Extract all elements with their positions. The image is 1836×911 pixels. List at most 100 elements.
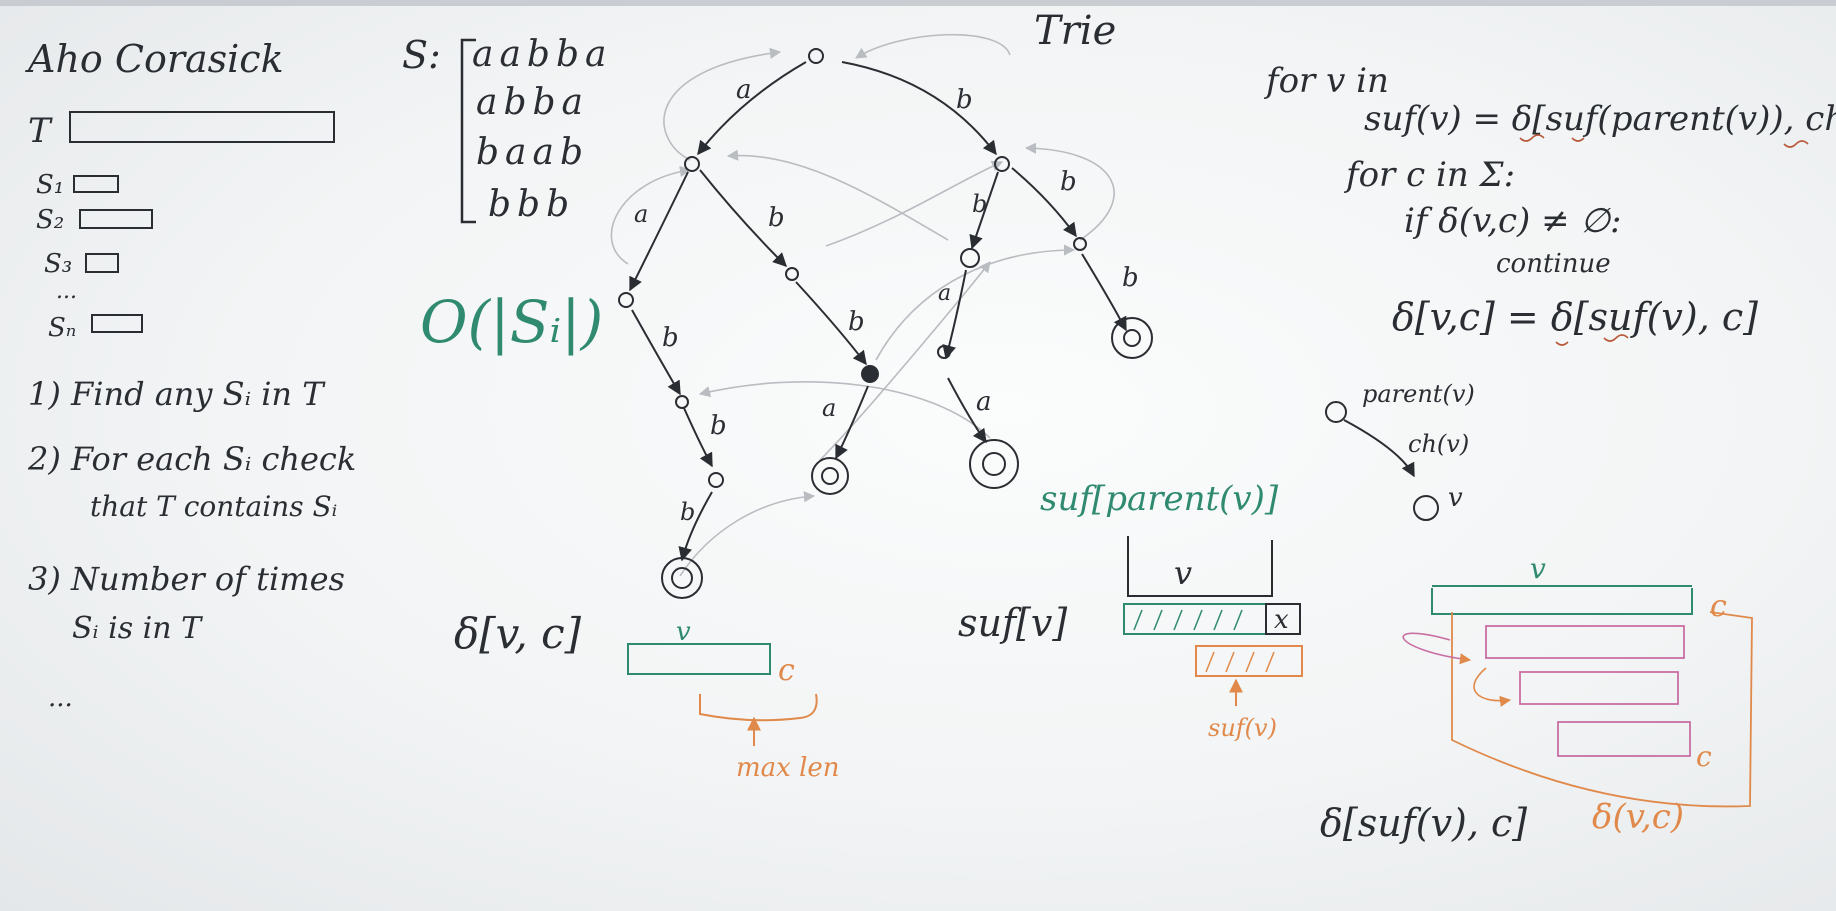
delta-v-label: v (676, 617, 691, 647)
trie-node-root (808, 48, 824, 64)
string-item-1: aabba (472, 34, 612, 75)
trie-node-ab (785, 267, 799, 281)
task-1-text: 1) Find any Sᵢ in T (28, 375, 326, 413)
sn-label: Sₙ (48, 313, 76, 343)
algo-line-1: for v in (1263, 61, 1389, 101)
suf-orange-hatch (1205, 651, 1275, 673)
edge-label-8: a (938, 281, 951, 306)
edge-label-9: b (848, 307, 865, 337)
child-node (1413, 495, 1439, 521)
parent-label: parent(v) (1362, 380, 1475, 408)
recur-delta-label: δ(v,c) (1592, 797, 1684, 837)
algo-line-2: suf(v) = δ[suf(parent(v)), ch(v)] (1364, 99, 1836, 139)
trie-node-abb (861, 365, 879, 383)
recur-loop-arrow (1402, 632, 1472, 665)
delta-note: max len (736, 753, 840, 783)
trie-node-bbb-inner (1123, 329, 1141, 347)
recur-bar-3 (1557, 721, 1691, 757)
trie-nodes (618, 48, 1153, 599)
recur-c2-label: c (1696, 740, 1712, 773)
trie-node-aabba (661, 557, 703, 599)
suf-parent-box (1127, 536, 1273, 597)
trie-node-aabba-inner (671, 567, 693, 589)
edge-label-13: a (976, 387, 992, 417)
trie-node-abba (811, 457, 849, 495)
suf-v-label: v (1174, 554, 1192, 592)
task-2-line-1: 2) For each Sᵢ check (27, 440, 356, 478)
delta-c-label: c (778, 653, 795, 688)
trie-node-a (684, 156, 700, 172)
edge-label-6: b (1060, 167, 1077, 197)
trie-title: Trie (1034, 8, 1116, 54)
delta-orange-brace (699, 693, 818, 722)
complexity-label: O(|Sᵢ|) (420, 288, 603, 356)
delta-label: δ[v, c] (454, 609, 582, 658)
suf-x-label: x (1274, 605, 1289, 635)
recur-v-bar (1431, 588, 1693, 615)
task-3-line-2: Sᵢ is in T (72, 611, 203, 646)
trie-node-ba (960, 248, 980, 268)
edge-label-3: a (634, 200, 648, 228)
trie-node-bb (1073, 237, 1087, 251)
recur-bar-2 (1519, 671, 1679, 705)
edge-label-1: a (736, 75, 752, 105)
edge-label-14: b (680, 498, 695, 526)
suffix-links (610, 33, 1115, 577)
parent-node (1325, 401, 1347, 423)
trie-edges (629, 61, 1127, 562)
s2-bar (79, 209, 153, 229)
s3-label: S₃ (44, 249, 72, 279)
suf-bottom-note: suf(v) (1208, 714, 1277, 742)
text-T-label: T (28, 111, 53, 151)
suf-v-left-label: suf[v] (958, 601, 1067, 645)
ellipsis-label: ... (56, 279, 77, 304)
trie-node-baab-inner (982, 452, 1006, 476)
video-top-bar (0, 0, 1836, 6)
recur-bottom-label: δ[suf(v), c] (1320, 801, 1527, 845)
recur-bar-1 (1485, 625, 1685, 659)
string-item-2: abba (476, 82, 589, 123)
suf-orange-bar (1195, 645, 1303, 677)
strings-bracket (460, 38, 476, 224)
strings-label: S: (402, 33, 441, 77)
text-T-bar (69, 111, 335, 143)
trie-node-baab (969, 439, 1019, 489)
parent-ch-label: ch(v) (1408, 430, 1469, 458)
edge-label-7: b (662, 323, 679, 353)
algo-line-4: if δ(v,c) ≠ ∅: (1404, 201, 1621, 241)
algo-line-3: for c in Σ: (1343, 155, 1515, 195)
suf-hatch-lines (1133, 609, 1243, 631)
algo-red-underlines (1519, 134, 1809, 346)
edge-label-5: b (972, 190, 987, 218)
trie-edge-labels: a b a b b b b a b b b a a b (634, 75, 1139, 526)
s1-label: S₁ (36, 170, 64, 200)
s3-bar (85, 253, 119, 273)
suf-parent-label: suf[parent(v)] (1040, 479, 1279, 519)
trie-node-baa (937, 345, 951, 359)
trie-node-b (994, 156, 1010, 172)
task-2-line-2: that T contains Sᵢ (90, 490, 337, 523)
title-aho-corasick: Aho Corasick (25, 37, 284, 81)
trie-node-bbb (1111, 317, 1153, 359)
algo-line-6: δ[v,c] = δ[suf(v), c] (1392, 295, 1758, 339)
recur-orange-outline (1451, 611, 1753, 808)
task-3-line-1: 3) Number of times (28, 560, 345, 598)
recur-c-label: c (1710, 589, 1727, 624)
trie-node-aabb (708, 472, 724, 488)
edge-label-11: b (710, 411, 727, 441)
edge-label-2: b (956, 85, 973, 115)
edge-label-12: a (822, 394, 836, 422)
trie-node-abba-inner (821, 467, 839, 485)
parent-edge (1343, 419, 1415, 478)
recur-v-label: v (1530, 552, 1546, 585)
delta-v-bar (627, 643, 771, 675)
trie-node-aa (618, 292, 634, 308)
edge-label-4: b (768, 203, 785, 233)
algo-line-5: continue (1496, 249, 1611, 279)
string-item-4: bbb (488, 184, 575, 225)
suf-x-box (1265, 603, 1301, 635)
s2-label: S₂ (36, 205, 64, 235)
trailing-ellipsis: ... (48, 683, 73, 713)
recur-loop-arrow-2 (1473, 667, 1512, 707)
